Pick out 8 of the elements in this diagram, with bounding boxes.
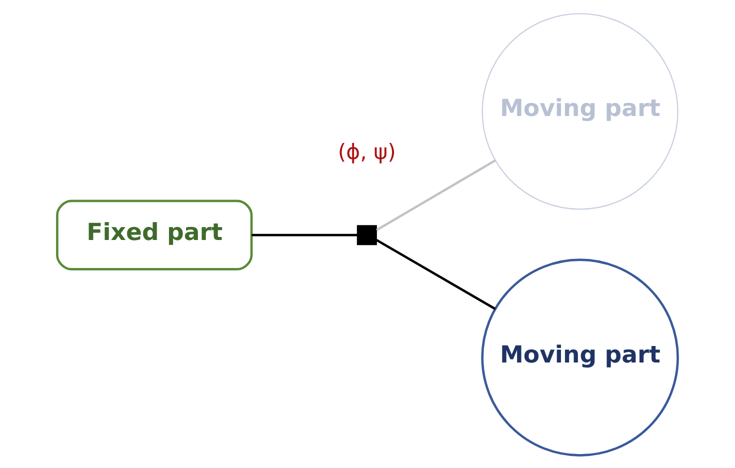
connector (376, 159, 496, 231)
node-box: Fixed part (56, 199, 253, 270)
node-circle: Moving part (482, 12, 678, 210)
connector (376, 238, 496, 310)
node-box (356, 224, 377, 245)
node-circle: Moving part (481, 258, 679, 456)
label: (ϕ, ψ) (338, 138, 396, 164)
connector (252, 233, 358, 236)
